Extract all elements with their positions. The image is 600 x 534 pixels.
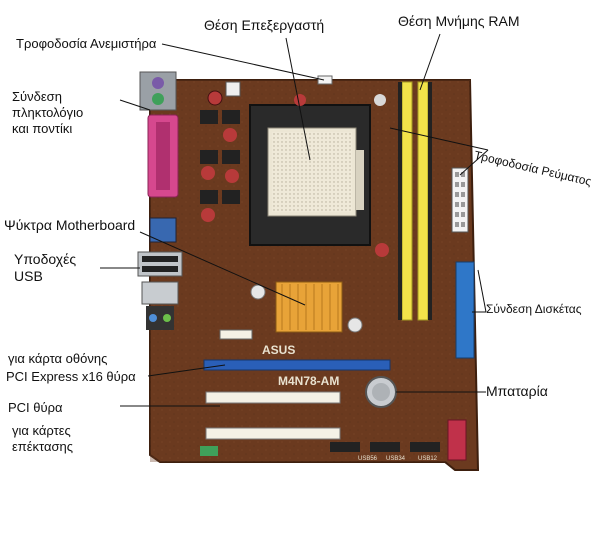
ram-slot-1 [401,81,413,321]
label-pci-1: PCI θύρα [8,400,63,415]
label-pcie-1: για κάρτα οθόνης [8,351,108,366]
usb-header-label-3: USB12 [418,456,438,462]
leader-power-2 [389,127,489,151]
chipset-heatsink [275,281,343,333]
ram-slot-2 [417,81,429,321]
label-pci-2: για κάρτες [12,423,71,438]
leader-cpu [285,37,311,161]
pcie-x1-slot [219,329,253,340]
pci-slot-2 [205,427,341,440]
label-heatsink: Ψύκτρα Motherboard [4,217,136,233]
vrm-components [200,90,389,257]
leader-fan [161,43,325,81]
label-pci-3: επέκτασης [12,439,74,454]
lan-port [141,281,179,305]
label-kb-mouse-3: και ποντίκι [12,121,73,136]
fan-header [317,75,333,85]
pcie-x16-slot [203,359,391,371]
label-usb-2: USB [14,268,43,284]
label-floppy: Σύνδεση Δισκέτας [486,302,582,316]
pci-slot-1 [205,391,341,404]
usb-ports [137,251,183,277]
floppy-connector [455,261,475,359]
sata-ports [447,419,467,461]
atx-power-connector [451,167,469,233]
label-battery: Μπαταρία [486,383,548,399]
label-ram-slots: Θέση Μνήμης RAM [398,13,520,29]
leader-lines [100,33,489,407]
leader-heatsink [139,231,306,306]
label-kb-mouse-1: Σύνδεση [12,89,62,104]
leader-pcie [147,364,226,377]
leader-floppy-2 [477,269,487,313]
board-brand: ASUS [262,343,295,357]
label-kb-mouse-2: πληκτολόγιο [12,105,84,120]
label-pcie-2: PCI Express x16 θύρα [6,369,136,384]
leader-power [459,149,489,176]
label-usb-1: Υποδοχές [14,251,77,267]
leader-ram [419,33,441,91]
leader-kb [119,99,151,111]
usb-header-label-1: USB56 [358,456,378,462]
board-model: M4N78-AM [278,374,339,388]
usb-header-label-2: USB34 [386,456,406,462]
label-cpu-socket: Θέση Επεξεργαστή [204,17,325,33]
label-fan-power: Τροφοδοσία Ανεμιστήρα [16,36,157,51]
atx12v [225,81,241,97]
